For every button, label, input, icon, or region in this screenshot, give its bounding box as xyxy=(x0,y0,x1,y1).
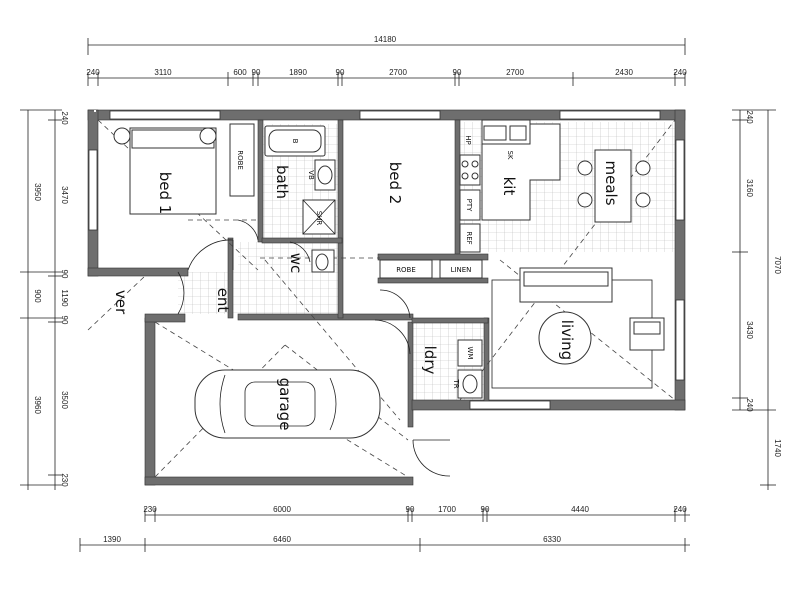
right-dim-3: 3160 xyxy=(745,179,754,197)
top-dim-4: 90 xyxy=(252,68,261,77)
left-dim-7: 90 xyxy=(60,316,69,325)
room-label-bath: bath xyxy=(273,165,291,199)
room-label-ent: ent xyxy=(214,288,232,313)
left-dim-8: 3960 xyxy=(33,396,42,414)
left-dimensions: 240 3950 3470 90 900 1190 90 3960 3500 2… xyxy=(20,109,69,490)
room-label-kit: kit xyxy=(500,177,518,196)
sofa xyxy=(519,267,613,303)
armchair xyxy=(629,317,665,351)
bed1-double-bed xyxy=(113,127,217,215)
bottom-dim-9: 6460 xyxy=(273,535,291,544)
top-dim-3: 600 xyxy=(233,68,247,77)
car xyxy=(194,369,381,439)
bottom-dimensions-row2: 1390 6460 6330 xyxy=(79,535,690,552)
top-dim-11: 240 xyxy=(673,68,687,77)
linen-label: LINEN xyxy=(451,266,472,274)
vanity-basin: VB xyxy=(307,159,336,191)
left-dim-5: 900 xyxy=(33,289,42,303)
left-dim-6: 1190 xyxy=(60,289,69,307)
top-dim-7: 2700 xyxy=(389,68,407,77)
room-label-garage: garage xyxy=(276,378,294,431)
hotplate: HP xyxy=(459,135,481,186)
overall-width-label: 14180 xyxy=(374,35,397,44)
right-dim-1: 7070 xyxy=(773,256,782,274)
sk-label: SK xyxy=(506,150,514,159)
bottom-dim-4: 1700 xyxy=(438,505,456,514)
ref-label: REF xyxy=(465,231,473,244)
bottom-dim-2: 6000 xyxy=(273,505,291,514)
bottom-dimensions-row1: 230 6000 90 1700 90 4440 240 xyxy=(143,505,690,522)
vb-label: VB xyxy=(307,170,315,180)
room-label-ldry: ldry xyxy=(421,346,439,375)
top-segment-dimensions: 240 3110 600 90 1890 90 2700 90 2700 243… xyxy=(86,68,687,86)
left-dim-2: 3950 xyxy=(33,183,42,201)
right-dim-6: 1740 xyxy=(773,439,782,457)
linen-cupboard: LINEN xyxy=(439,259,483,279)
room-label-bed1: bed 1 xyxy=(156,172,174,215)
top-dim-6: 90 xyxy=(336,68,345,77)
doors xyxy=(177,219,451,477)
room-label-wc: wc xyxy=(287,253,305,274)
top-dim-5: 1890 xyxy=(289,68,307,77)
fridge-space: REF xyxy=(459,223,481,253)
kitchen-bench xyxy=(481,119,561,221)
bottom-dim-10: 6330 xyxy=(543,535,561,544)
right-dim-2: 240 xyxy=(745,110,754,124)
top-dim-10: 2430 xyxy=(615,68,633,77)
windows xyxy=(88,110,685,410)
top-dim-8: 90 xyxy=(453,68,462,77)
bed1-robe: ROBE xyxy=(229,123,255,197)
bed2-robe: ROBE xyxy=(379,259,433,279)
robe1-label: ROBE xyxy=(236,150,244,170)
robe2-label: ROBE xyxy=(396,266,416,274)
wm-label: WM xyxy=(466,347,474,360)
washing-machine: WM xyxy=(457,339,483,367)
bottom-dim-5: 90 xyxy=(481,505,490,514)
bottom-dim-6: 4440 xyxy=(571,505,589,514)
left-dim-1: 240 xyxy=(60,111,69,125)
room-label-meals: meals xyxy=(602,160,620,205)
bottom-dim-7: 240 xyxy=(673,505,687,514)
laundry-trough: TR xyxy=(452,369,483,399)
shower: SHR xyxy=(302,199,336,235)
bottom-dim-3: 90 xyxy=(406,505,415,514)
room-label-bed2: bed 2 xyxy=(386,162,404,205)
hp-label: HP xyxy=(464,135,472,145)
right-dim-5: 240 xyxy=(745,398,754,412)
top-dim-1: 240 xyxy=(86,68,100,77)
room-label-living: living xyxy=(558,320,576,360)
left-dim-4: 90 xyxy=(60,270,69,279)
bath-b-label: B xyxy=(291,139,299,144)
top-dim-9: 2700 xyxy=(506,68,524,77)
top-overall-dimension: 14180 xyxy=(87,35,686,55)
bottom-dim-8: 1390 xyxy=(103,535,121,544)
dining-table xyxy=(577,149,651,223)
left-dim-3: 3470 xyxy=(60,186,69,204)
bottom-dim-1: 230 xyxy=(143,505,157,514)
pty-label: PTY xyxy=(465,199,473,212)
right-dim-4: 3430 xyxy=(745,321,754,339)
bathtub: B xyxy=(264,125,326,157)
right-dimensions: 7070 240 3160 3430 240 1740 xyxy=(732,109,782,490)
pantry: PTY xyxy=(459,189,481,221)
tr-label: TR xyxy=(452,378,460,388)
left-dim-10: 230 xyxy=(60,473,69,487)
top-dim-2: 3110 xyxy=(154,68,172,77)
toilet xyxy=(311,249,335,273)
shr-label: SHR xyxy=(315,211,323,226)
round-coffee-table xyxy=(538,311,592,365)
left-dim-9: 3500 xyxy=(60,391,69,409)
room-label-ver: ver xyxy=(112,290,130,315)
